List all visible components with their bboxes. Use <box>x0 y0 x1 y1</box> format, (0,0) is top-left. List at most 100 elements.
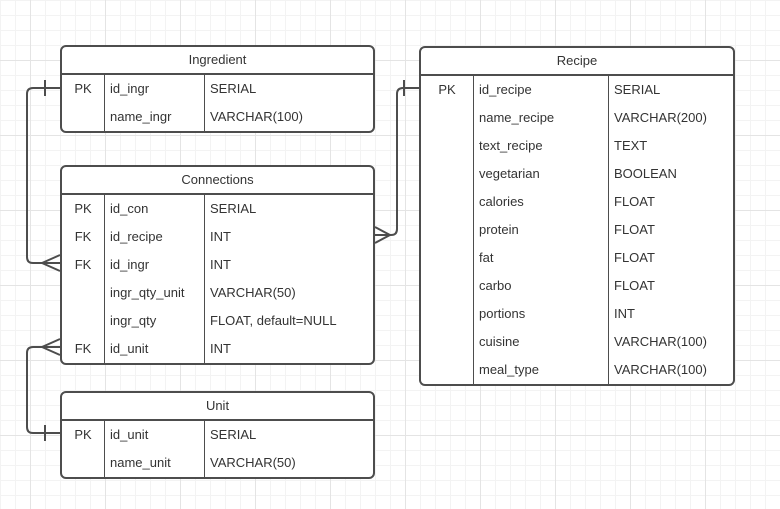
cell-key <box>421 244 474 272</box>
cell-key <box>421 300 474 328</box>
cell-key <box>62 279 105 307</box>
cell-field: id_unit <box>105 335 205 363</box>
cell-type: SERIAL <box>210 201 257 216</box>
cell-field: carbo <box>474 272 609 300</box>
cell-key: FK <box>62 251 105 279</box>
cell-key <box>421 104 474 132</box>
cell-field: id_ingr <box>105 75 205 103</box>
cell-type: VARCHAR(50) <box>210 455 296 470</box>
cell-field: calories <box>474 188 609 216</box>
cell-type: INT <box>210 257 231 272</box>
cell-key <box>421 188 474 216</box>
cell-type: FLOAT <box>614 194 655 209</box>
cell-field: ingr_qty <box>105 307 205 335</box>
cell-type: INT <box>614 306 635 321</box>
cell-key <box>421 356 474 384</box>
relation-unit-connections[interactable] <box>26 338 61 441</box>
cell-field: name_unit <box>105 449 205 477</box>
table-title: Unit <box>62 393 373 421</box>
cell-type: SERIAL <box>210 427 257 442</box>
cell-field: ingr_qty_unit <box>105 279 205 307</box>
table-row: portions INT <box>421 300 733 328</box>
many-crowfoot-icon <box>374 226 391 244</box>
cell-field: id_unit <box>105 421 205 449</box>
cell-field: name_recipe <box>474 104 609 132</box>
table-title: Recipe <box>421 48 733 76</box>
cell-type: INT <box>210 341 231 356</box>
cell-key: PK <box>421 76 474 104</box>
cell-key <box>421 160 474 188</box>
table-row: ingr_qty_unit VARCHAR(50) <box>62 279 373 307</box>
table-row: meal_type VARCHAR(100) <box>421 356 733 384</box>
cell-type: VARCHAR(100) <box>210 109 303 124</box>
table-title: Ingredient <box>62 47 373 75</box>
cell-type: FLOAT <box>614 222 655 237</box>
cell-key <box>421 272 474 300</box>
cell-type: FLOAT <box>614 250 655 265</box>
cell-type: VARCHAR(100) <box>614 362 707 377</box>
cell-type: FLOAT <box>614 278 655 293</box>
cell-field: cuisine <box>474 328 609 356</box>
cell-type: INT <box>210 229 231 244</box>
cell-field: name_ingr <box>105 103 205 131</box>
table-row: carbo FLOAT <box>421 272 733 300</box>
cell-field: portions <box>474 300 609 328</box>
cell-field: fat <box>474 244 609 272</box>
cell-field: protein <box>474 216 609 244</box>
cell-type: FLOAT, default=NULL <box>210 313 337 328</box>
cell-key: PK <box>62 195 105 223</box>
table-title: Connections <box>62 167 373 195</box>
cell-field: vegetarian <box>474 160 609 188</box>
cell-field: id_con <box>105 195 205 223</box>
cell-key <box>62 449 105 477</box>
cell-key <box>421 132 474 160</box>
table-row: cuisine VARCHAR(100) <box>421 328 733 356</box>
cell-key: FK <box>62 223 105 251</box>
table-row: text_recipe TEXT <box>421 132 733 160</box>
relation-ingredient-connections[interactable] <box>26 80 61 272</box>
cell-field: id_recipe <box>474 76 609 104</box>
cell-type: SERIAL <box>210 81 257 96</box>
table-row: calories FLOAT <box>421 188 733 216</box>
cell-field: id_ingr <box>105 251 205 279</box>
table-row: protein FLOAT <box>421 216 733 244</box>
relation-recipe-connections[interactable] <box>374 80 419 244</box>
cell-field: meal_type <box>474 356 609 384</box>
cell-key: FK <box>62 335 105 363</box>
cell-type: TEXT <box>614 138 648 153</box>
many-crowfoot-icon <box>41 338 61 356</box>
cell-field: id_recipe <box>105 223 205 251</box>
cell-key <box>62 307 105 335</box>
table-row: ingr_qty FLOAT, default=NULL <box>62 307 373 335</box>
cell-type: VARCHAR(200) <box>614 110 707 125</box>
cell-key <box>421 328 474 356</box>
table-row: name_ingr VARCHAR(100) <box>62 103 373 131</box>
cell-key <box>421 216 474 244</box>
cell-type: SERIAL <box>614 82 661 97</box>
cell-field: text_recipe <box>474 132 609 160</box>
cell-type: VARCHAR(50) <box>210 285 296 300</box>
cell-key <box>62 103 105 131</box>
table-row: name_recipe VARCHAR(200) <box>421 104 733 132</box>
cell-type: VARCHAR(100) <box>614 334 707 349</box>
table-row: fat FLOAT <box>421 244 733 272</box>
cell-key: PK <box>62 421 105 449</box>
many-crowfoot-icon <box>41 254 61 272</box>
